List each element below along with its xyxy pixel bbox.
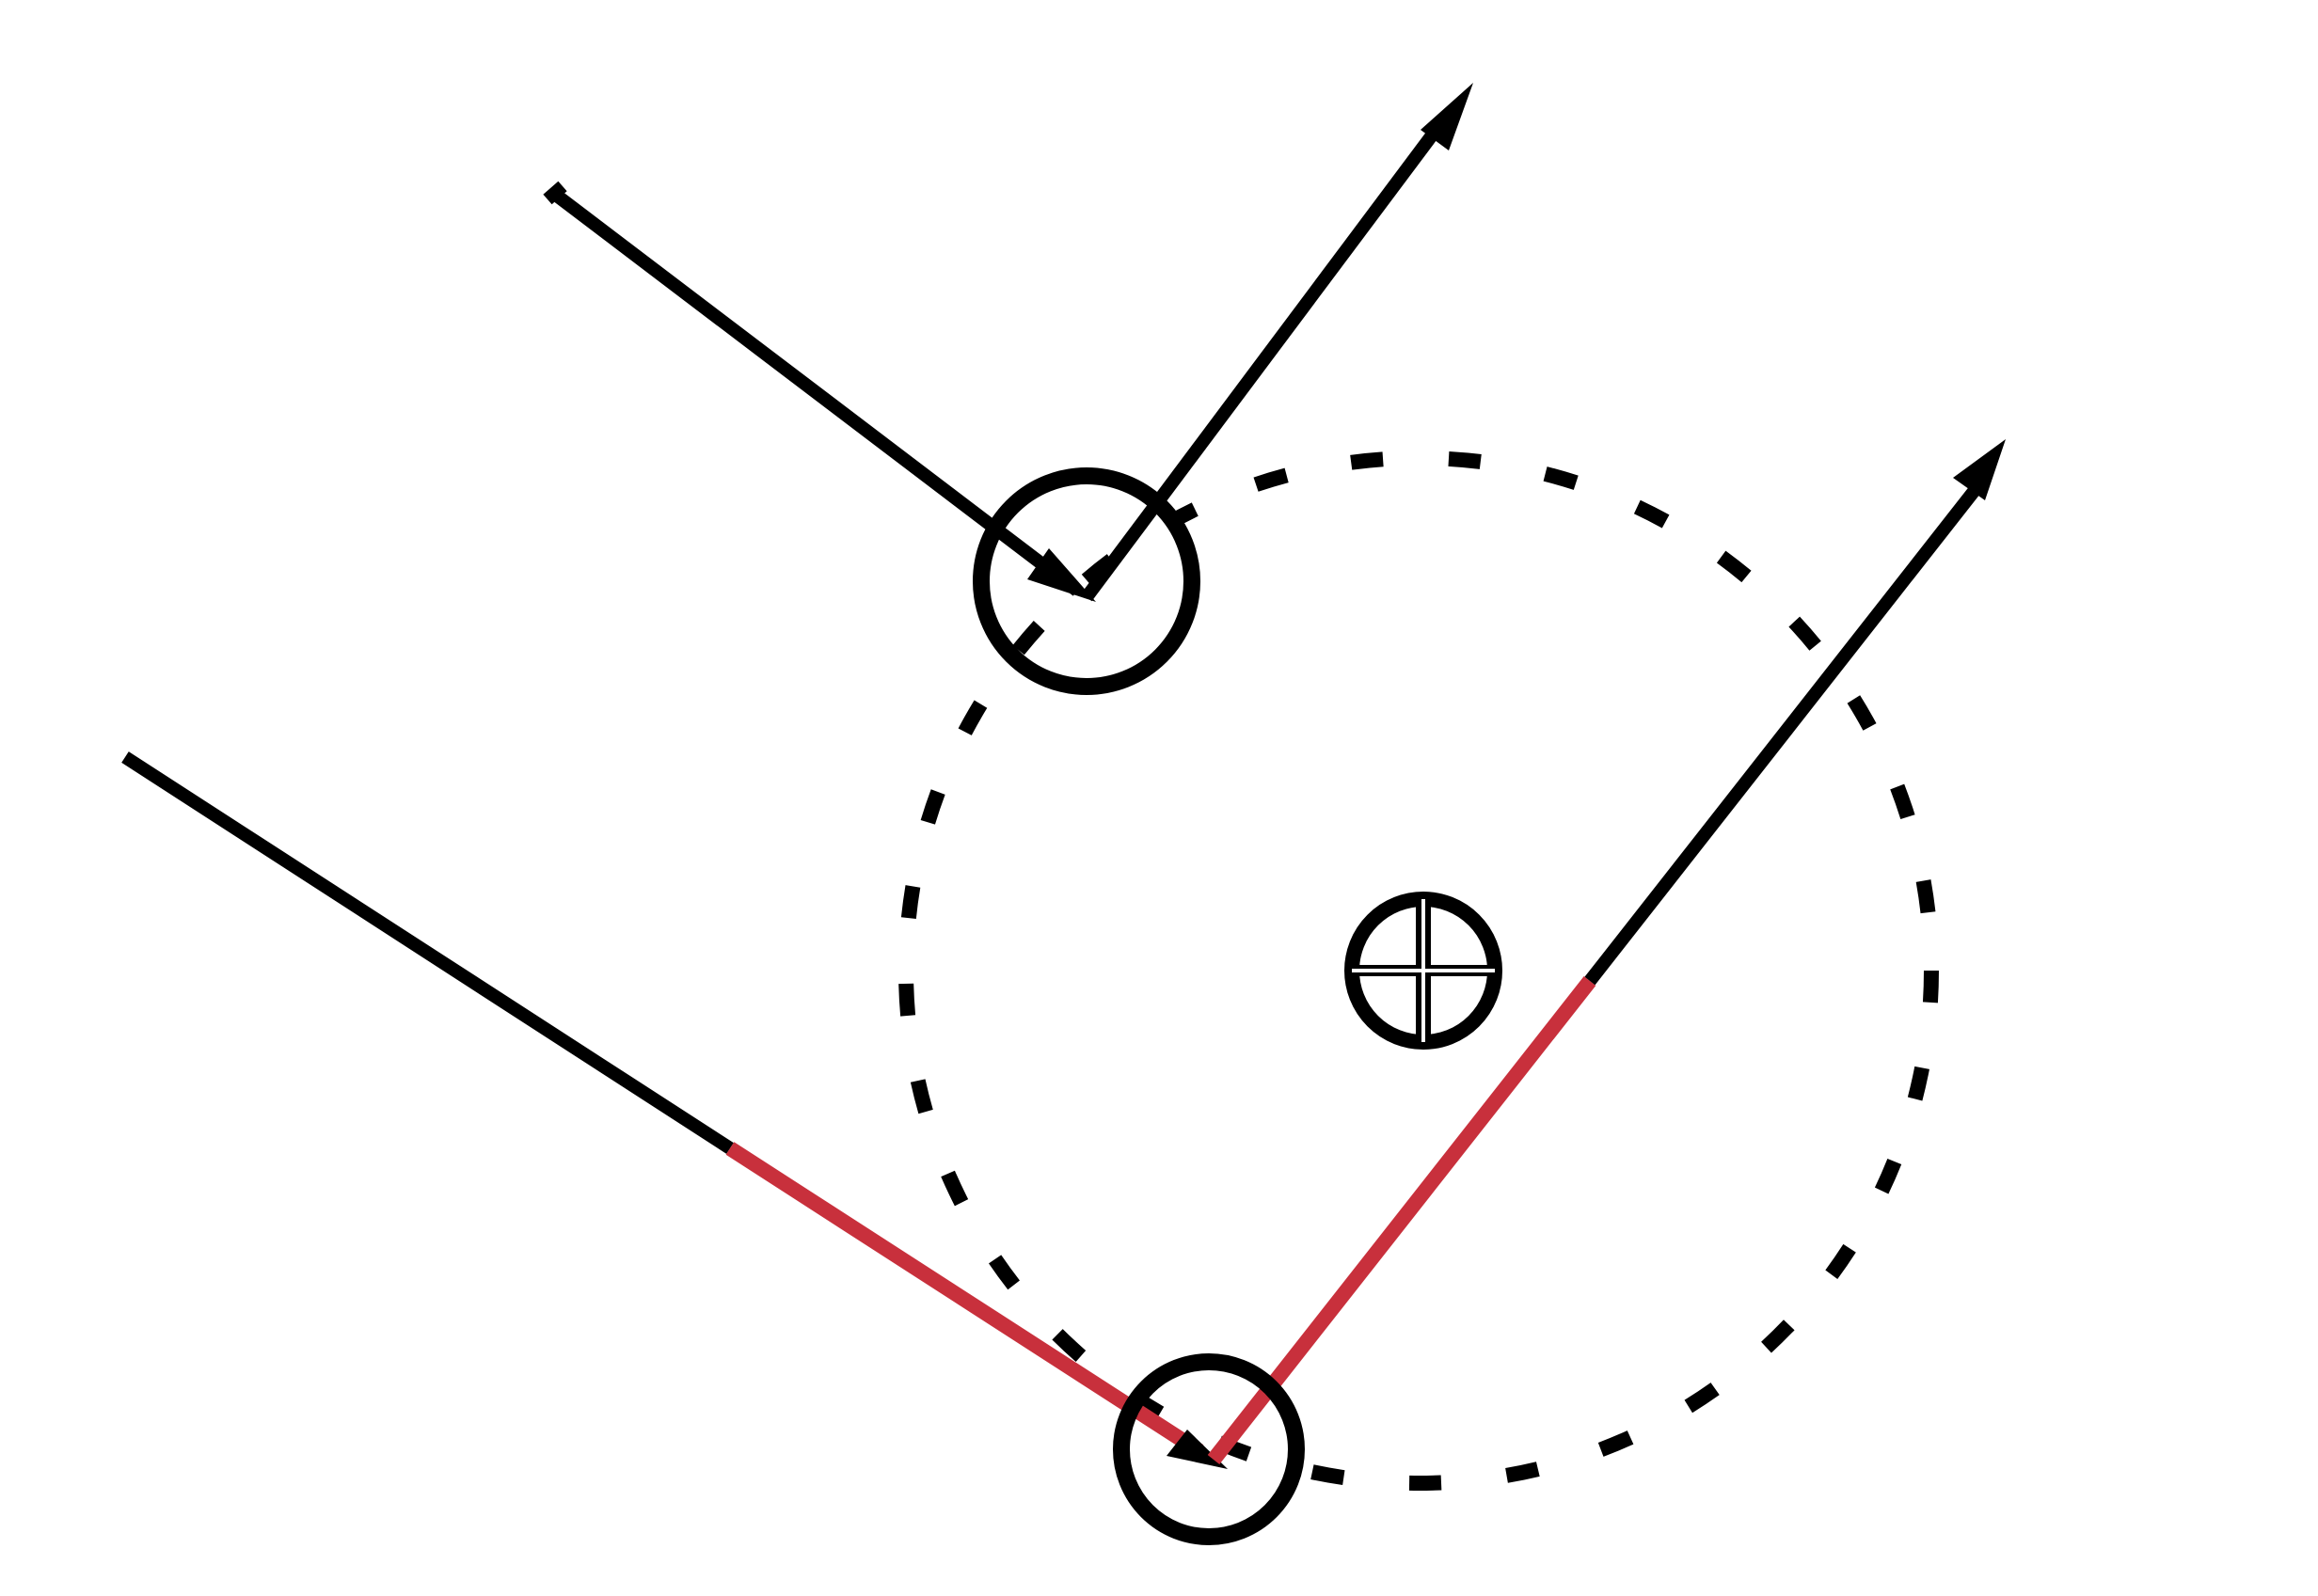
reflection-circle-top bbox=[973, 467, 1200, 695]
outgoing-ray-top bbox=[1081, 83, 1473, 602]
outgoing-ray-top-arrowhead bbox=[1421, 83, 1473, 150]
incoming-ray-bottom-highlight bbox=[725, 1142, 1204, 1458]
incoming-ray-bottom bbox=[121, 751, 1228, 1469]
incoming-ray-bottom-arrowhead bbox=[1167, 1430, 1228, 1469]
outgoing-ray-bottom bbox=[1207, 439, 2006, 1464]
circle-plus-icon bbox=[1344, 892, 1502, 1050]
outgoing-ray-bottom-highlight bbox=[1207, 976, 1596, 1464]
path-dashed-circle bbox=[898, 450, 1939, 1491]
incoming-ray-top bbox=[543, 181, 1096, 602]
incoming-ray-top-arrowhead bbox=[1027, 548, 1096, 602]
reflection-circle-bottom bbox=[1113, 1353, 1305, 1545]
outgoing-ray-bottom-arrowhead bbox=[1953, 439, 2006, 500]
